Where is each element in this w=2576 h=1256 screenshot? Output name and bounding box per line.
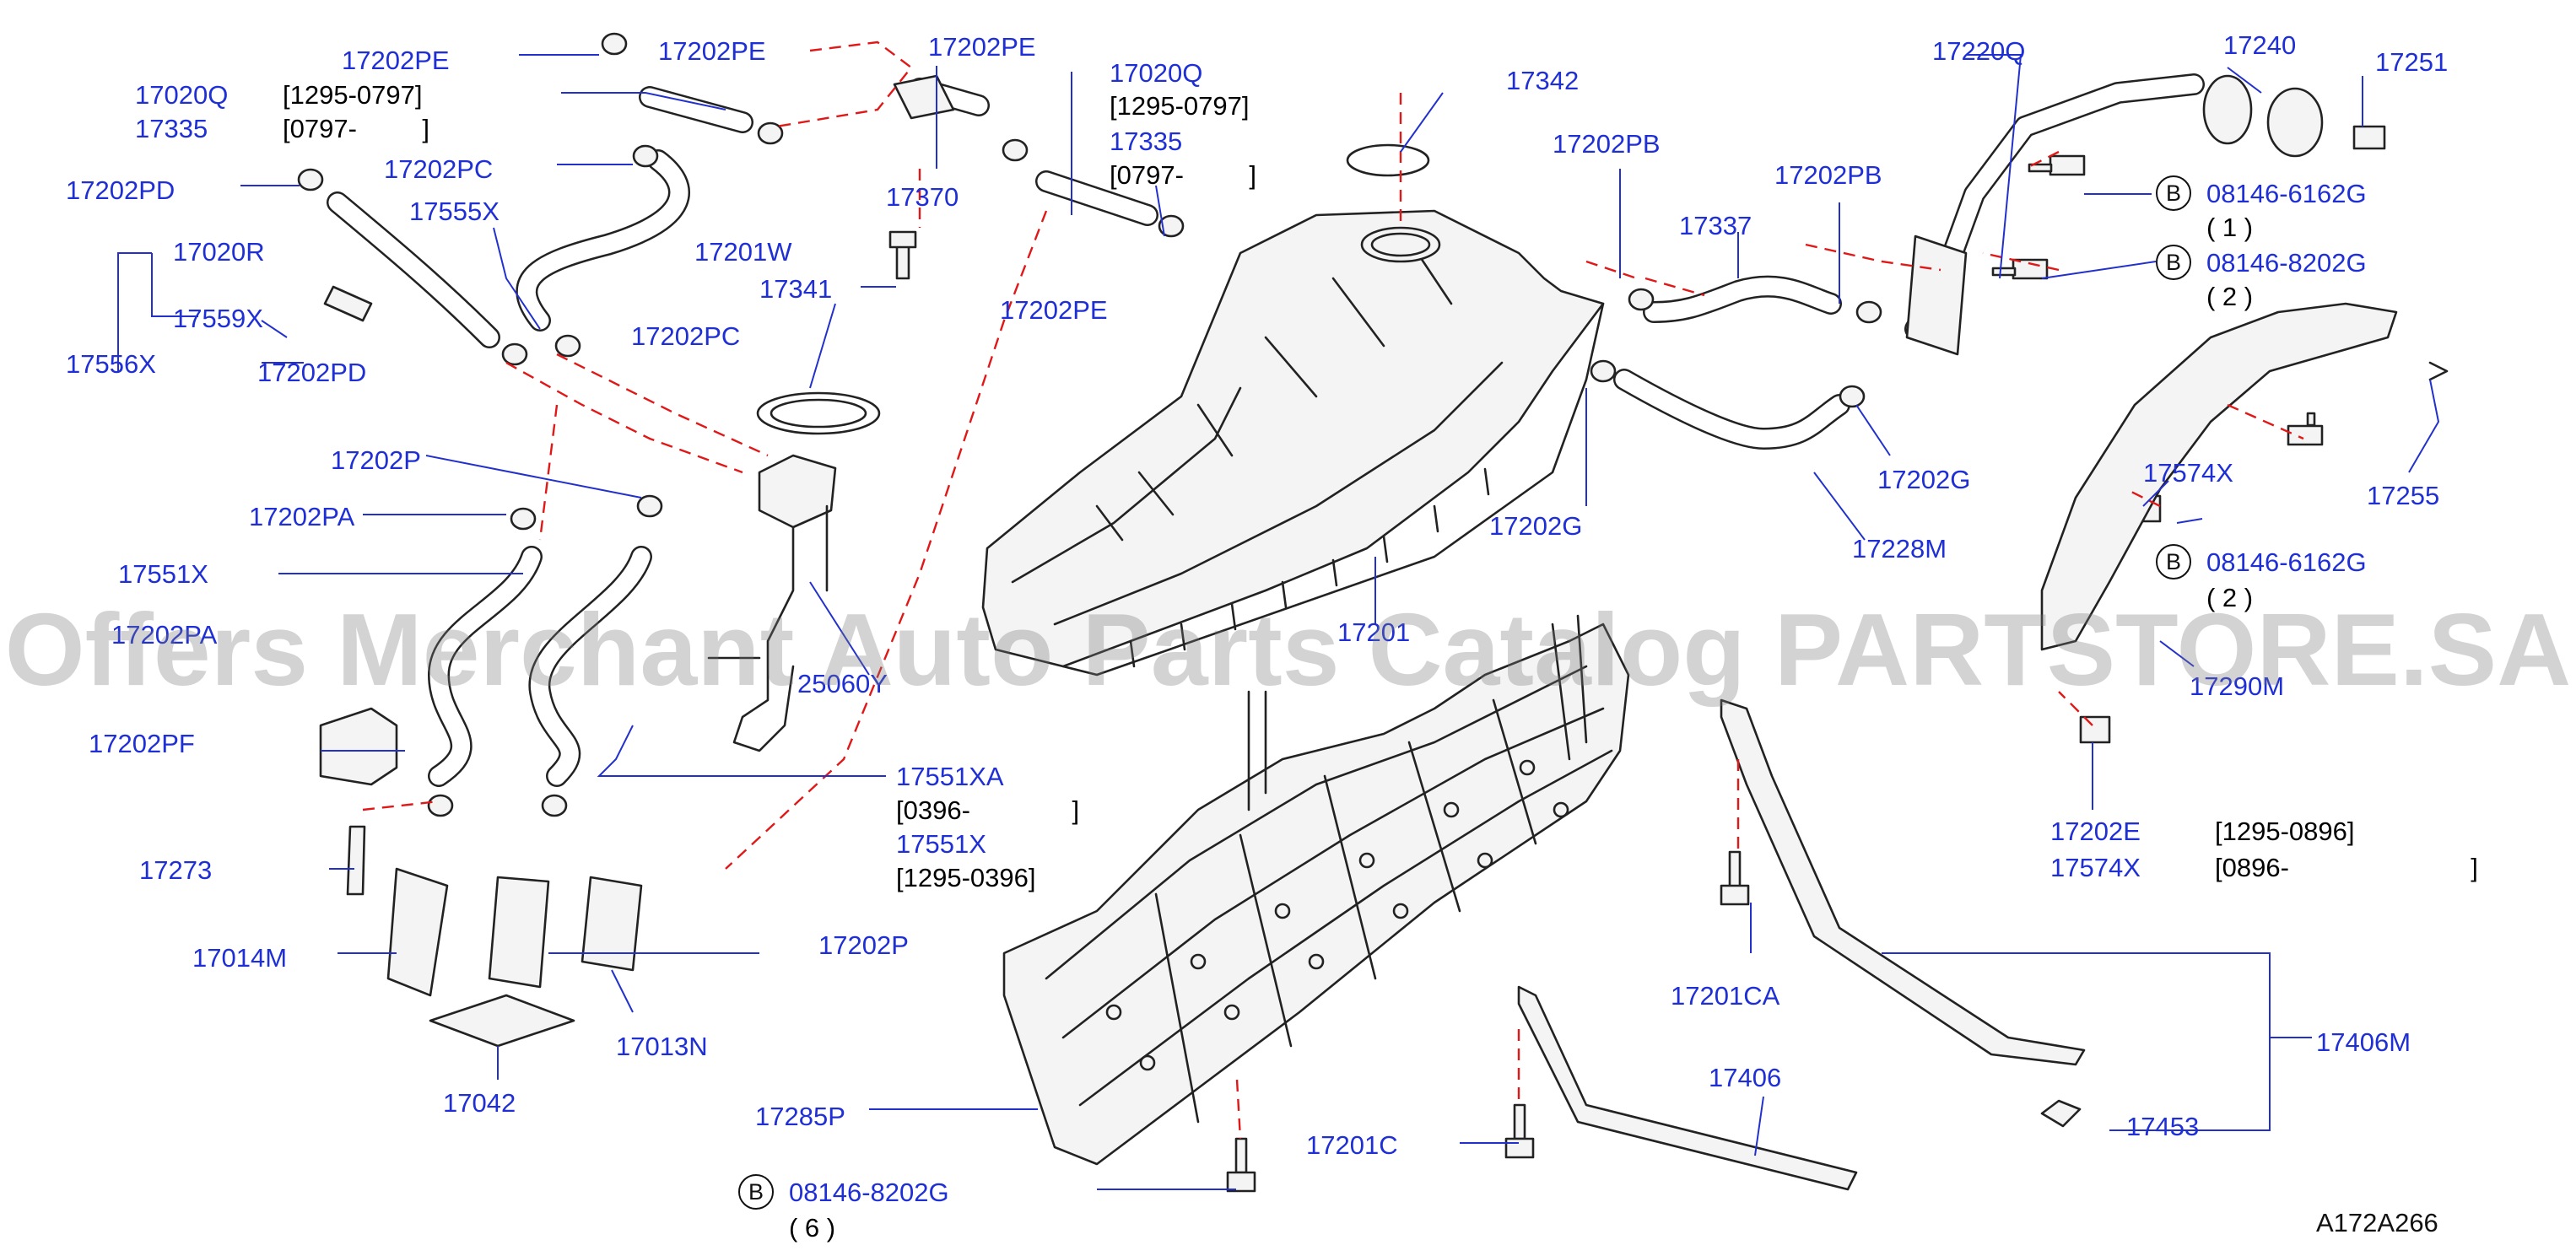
label-17201C: 17201C (1306, 1130, 1398, 1160)
note-17574X-b: [0896- ] (2215, 853, 2478, 882)
bolts (888, 154, 2324, 1193)
note-17551XA: [0396- ] (896, 795, 1080, 825)
strap-17406M (1720, 698, 2086, 1066)
label-17453: 17453 (2126, 1112, 2200, 1141)
label-bolt-08146-8202G-2: 08146-8202G (789, 1178, 949, 1207)
label-17406M: 17406M (2316, 1027, 2411, 1057)
note-qty-3: ( 2 ) (2206, 583, 2254, 612)
label-17202PC-b: 17202PC (631, 321, 741, 351)
label-17342: 17342 (1506, 66, 1580, 95)
label-17555X: 17555X (409, 197, 500, 226)
label-17251: 17251 (2375, 47, 2449, 77)
note-qty-2: ( 2 ) (2206, 282, 2254, 311)
label-17202PB-b: 17202PB (1774, 160, 1882, 190)
note-17202E: [1295-0896] (2215, 817, 2355, 846)
label-17020Q-a: 17020Q (135, 80, 229, 110)
label-17013N: 17013N (616, 1032, 708, 1061)
label-17201W: 17201W (694, 237, 792, 267)
label-17551X-a: 17551X (118, 559, 208, 589)
skid-plate-17285P (1002, 614, 1630, 1166)
note-17020Q-a: [1295-0797] (283, 80, 423, 110)
label-17202PE-a: 17202PE (342, 46, 450, 75)
label-17202E: 17202E (2050, 817, 2141, 846)
label-17202PF: 17202PF (89, 729, 195, 758)
label-bolt-08146-8202G-1: 08146-8202G (2206, 248, 2367, 278)
note-qty-1: ( 1 ) (2206, 213, 2254, 242)
label-17202PE-b: 17202PE (658, 36, 766, 66)
label-17551XA: 17551XA (896, 762, 1004, 791)
label-17556X: 17556X (66, 349, 156, 379)
label-17202PA-b: 17202PA (111, 620, 218, 650)
clamps (297, 32, 1882, 817)
label-17220Q: 17220Q (1932, 36, 2026, 66)
bolt-b-symbol-2: B (2156, 245, 2191, 280)
label-17273: 17273 (139, 855, 213, 885)
label-17337: 17337 (1679, 211, 1752, 240)
label-17285P: 17285P (755, 1102, 845, 1131)
label-17574X-b: 17574X (2050, 853, 2141, 882)
label-17228M: 17228M (1852, 534, 1947, 563)
filler-tube-17220Q (1904, 73, 2386, 356)
leader-lines (117, 54, 2440, 1190)
label-17551X-b: 17551X (896, 829, 986, 859)
label-25060Y: 25060Y (797, 669, 888, 698)
label-17042: 17042 (443, 1088, 516, 1118)
label-17290M: 17290M (2190, 671, 2285, 701)
label-17202PE-c: 17202PE (928, 32, 1036, 62)
label-17202PA: 17202PA (249, 502, 355, 531)
label-17202PC-a: 17202PC (384, 154, 494, 184)
note-17551X-b: [1295-0396] (896, 863, 1036, 892)
bolt-b-symbol-1: B (2156, 175, 2191, 211)
pump-parts (319, 707, 643, 1048)
fuel-pump-sender-25060Y (707, 391, 881, 752)
clip-17255 (2428, 361, 2449, 381)
label-17202PB-a: 17202PB (1553, 129, 1661, 159)
label-bolt-08146-6162G-1: 08146-6162G (2206, 179, 2367, 208)
note-qty-4: ( 6 ) (789, 1213, 836, 1243)
label-17240: 17240 (2223, 30, 2297, 60)
label-17202PE-d: 17202PE (1000, 295, 1108, 325)
bolt-b-symbol-4: B (738, 1174, 774, 1210)
label-17202PD-a: 17202PD (66, 175, 176, 205)
fuel-tank-17201 (981, 209, 1605, 677)
label-17201: 17201 (1337, 617, 1411, 647)
bolt-b-symbol-3: B (2156, 544, 2191, 579)
note-17335-a: [0797- ] (283, 114, 430, 143)
label-17020Q-b: 17020Q (1110, 58, 1203, 88)
filler-protector-17290M (2040, 302, 2398, 651)
label-17202P-a: 17202P (331, 445, 421, 475)
label-17335-b: 17335 (1110, 127, 1183, 156)
diagram-code: A172A266 (2316, 1208, 2438, 1237)
label-17202P-b: 17202P (818, 930, 909, 960)
label-17559X: 17559X (173, 304, 263, 333)
label-bolt-08146-6162G-2: 08146-6162G (2206, 547, 2367, 577)
label-17201CA: 17201CA (1671, 981, 1780, 1011)
label-17406: 17406 (1709, 1063, 1782, 1092)
hoses (323, 78, 1850, 787)
label-17020R: 17020R (173, 237, 265, 267)
gasket-17342 (1346, 143, 1430, 177)
dashed-link-lines (362, 40, 2304, 1140)
label-17014M: 17014M (192, 943, 288, 973)
label-17574X-a: 17574X (2143, 458, 2233, 488)
label-17255: 17255 (2367, 481, 2440, 510)
bracket-17453 (2040, 1099, 2082, 1128)
label-17202G-b: 17202G (1877, 465, 1971, 494)
label-17202PD-b: 17202PD (257, 358, 367, 387)
strap-17406 (1517, 985, 1858, 1191)
note-17020Q-b: [1295-0797] (1110, 91, 1250, 121)
label-17335-a: 17335 (135, 114, 208, 143)
label-17341: 17341 (759, 274, 833, 304)
note-17335-b: [0797- ] (1110, 160, 1257, 190)
label-17370: 17370 (886, 182, 959, 212)
label-17202G-a: 17202G (1489, 511, 1583, 541)
